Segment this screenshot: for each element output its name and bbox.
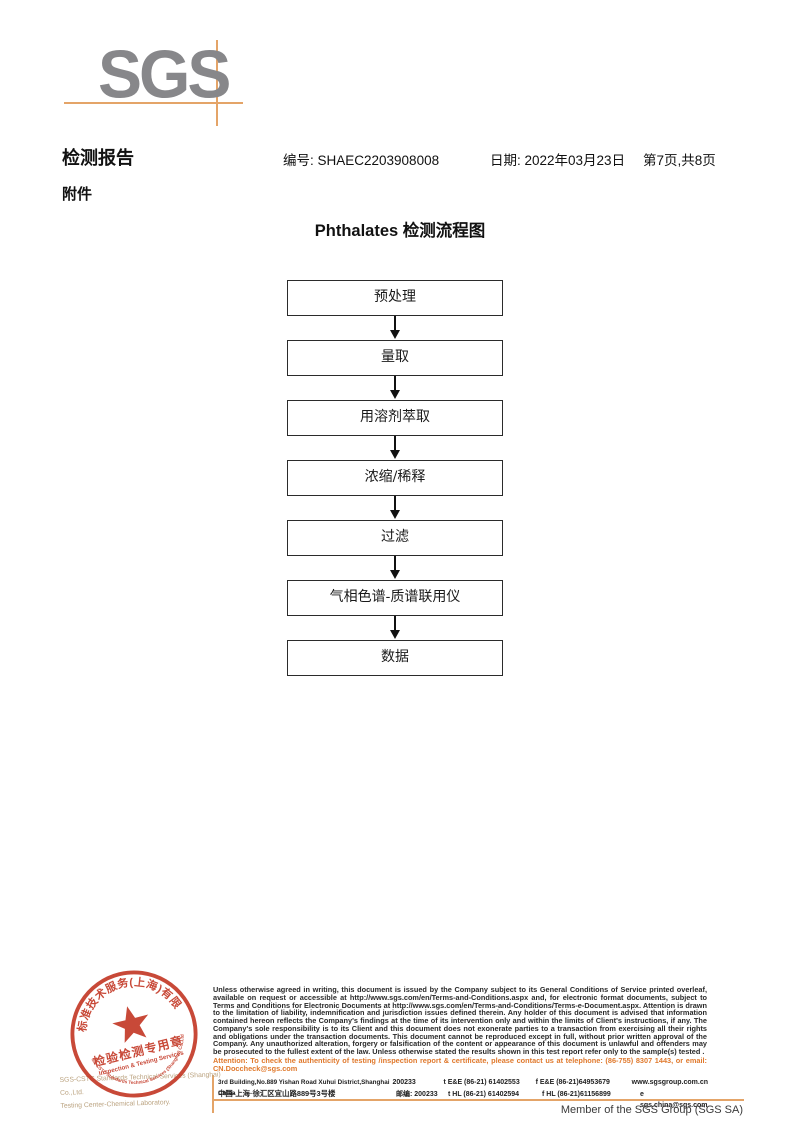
footer-accent-horizontal-line [212, 1099, 744, 1101]
flow-step-measure: 量取 [287, 340, 503, 376]
report-title: 检测报告 [62, 148, 134, 168]
report-number: 编号: SHAEC2203908008 [283, 153, 440, 168]
arrow-down-icon [287, 316, 503, 340]
flow-step-pretreatment: 预处理 [287, 280, 503, 316]
legal-disclaimer-block: Unless otherwise agreed in writing, this… [213, 986, 707, 1072]
attention-notice: Attention: To check the authenticity of … [213, 1055, 707, 1073]
arrow-down-icon [287, 436, 503, 460]
postcode-chinese: 邮编: 200233 [396, 1091, 438, 1098]
legal-disclaimer-text: Unless otherwise agreed in writing, this… [213, 985, 707, 1056]
arrow-down-icon [287, 556, 503, 580]
flow-step-solvent-extraction: 用溶剂萃取 [287, 400, 503, 436]
flow-step-concentrate-dilute: 浓缩/稀释 [287, 460, 503, 496]
phone-ee: t E&E (86-21) 61402553 [443, 1079, 520, 1086]
inspection-stamp-seal: 通标标准技术服务(上海)有限公司 检验检测专用章 Inspection & Te… [54, 954, 198, 1100]
stamp-star-icon [112, 1006, 149, 1043]
attachment-label: 附件 [62, 186, 93, 203]
fax-ee: f E&E (86-21)64953679 [535, 1079, 610, 1086]
flowchart: 预处理 量取 用溶剂萃取 浓缩/稀释 过滤 气相色谱-质谱联用仪 数据 [287, 280, 503, 676]
address-chinese: 中国·上海·徐汇区宜山路889号3号楼 [218, 1089, 336, 1098]
fax-hl: f HL (86-21)61156899 [542, 1091, 611, 1098]
sgs-logo: SGS [98, 36, 231, 112]
arrow-down-icon [287, 616, 503, 640]
sgs-group-member-label: Member of the SGS Group (SGS SA) [560, 1104, 743, 1116]
address-row-cn: 中国·上海·徐汇区宜山路889号3号楼 邮编: 200233 t HL (86-… [218, 1088, 708, 1109]
flow-step-filter: 过滤 [287, 520, 503, 556]
page-indicator: 第7页,共8页 [643, 153, 716, 168]
flow-step-gcms: 气相色谱-质谱联用仪 [287, 580, 503, 616]
email: e sgs.china@sgs.com [640, 1091, 708, 1109]
phone-hl: t HL (86-21) 61402594 [448, 1091, 520, 1098]
address-block: 3rd Building,No.889 Yishan Road Xuhui Di… [218, 1077, 709, 1109]
logo-crosshair-horizontal-line [64, 102, 243, 104]
website: www.sgsgroup.com.cn [631, 1079, 709, 1086]
address-row-en: 3rd Building,No.889 Yishan Road Xuhui Di… [218, 1077, 709, 1097]
flowchart-title: Phthalates 检测流程图 [314, 222, 486, 240]
logo-crosshair-vertical-line [216, 40, 218, 126]
postcode-english: 200233 [392, 1079, 416, 1086]
footer-accent-vertical-line [212, 1075, 214, 1113]
flow-step-data: 数据 [287, 640, 503, 676]
address-english: 3rd Building,No.889 Yishan Road Xuhui Di… [218, 1079, 390, 1097]
arrow-down-icon [287, 496, 503, 520]
arrow-down-icon [287, 376, 503, 400]
report-date: 日期: 2022年03月23日 [490, 153, 626, 168]
